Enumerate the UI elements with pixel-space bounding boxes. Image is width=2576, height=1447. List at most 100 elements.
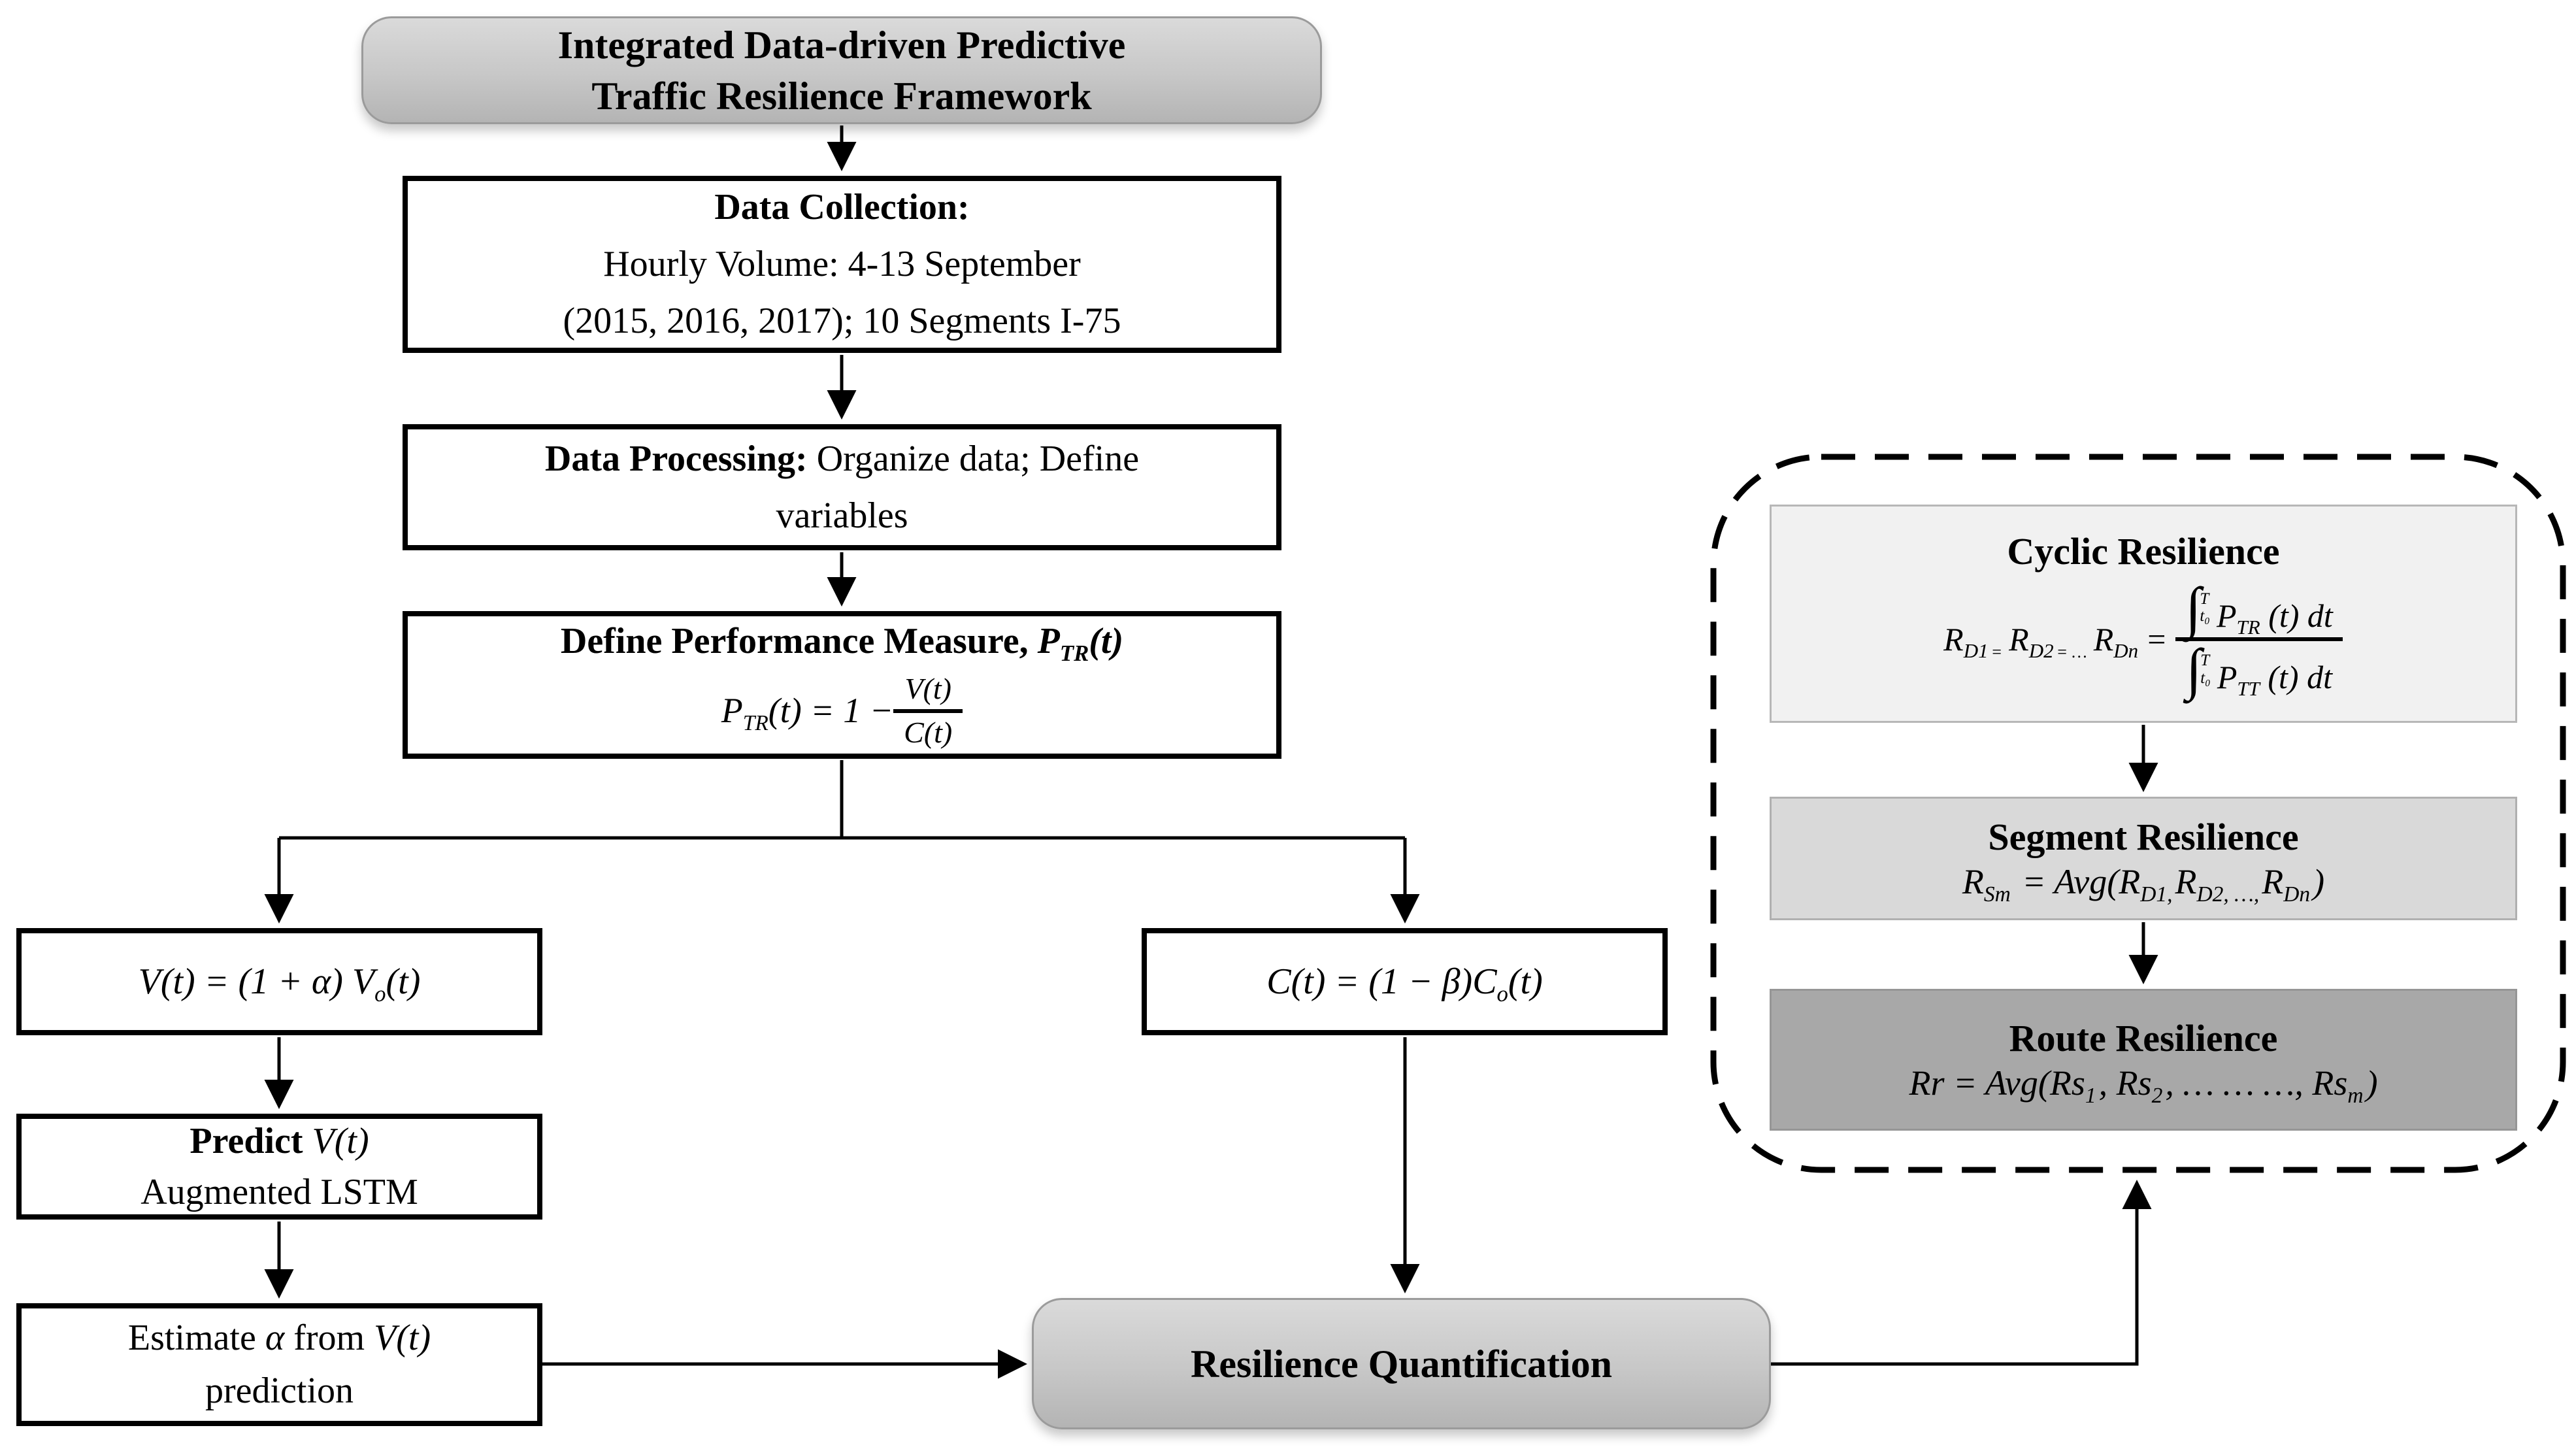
cyclic-r2: R	[2009, 620, 2029, 657]
volume-eq-tail: (t)	[386, 961, 421, 1002]
cyclic-eq2: = …	[2056, 642, 2087, 661]
cyclic-den-sub: TT	[2237, 677, 2260, 701]
estimate-box: Estimate α from V(t) prediction	[16, 1303, 542, 1426]
cyclic-den-p: P	[2217, 659, 2237, 696]
data-processing-text: Organize data; Define	[807, 438, 1140, 479]
capacity-eq-main: C(t) = (1 − β)C	[1266, 961, 1497, 1002]
measure-symbol-sub: TR	[1059, 640, 1089, 667]
cyclic-den-tail: (t) dt	[2259, 659, 2332, 696]
route-close: )	[2366, 1063, 2378, 1103]
predict-line1: Predict V(t)	[190, 1116, 369, 1167]
estimate-line1: Estimate α from V(t)	[128, 1312, 431, 1365]
framework-title-line2: Traffic Resilience Framework	[591, 74, 1092, 118]
segment-rd1: R	[2119, 862, 2141, 902]
capacity-eq-tail: (t)	[1508, 961, 1543, 1002]
cyclic-r1-sub: D1	[1963, 639, 1989, 662]
arrow-quantification-to-group	[1771, 1179, 2152, 1366]
route-resilience-title: Route Resilience	[2009, 1016, 2278, 1059]
formula-p-sub: TR	[742, 710, 768, 735]
framework-title-box: Integrated Data-driven Predictive Traffi…	[361, 16, 1322, 124]
capacity-equation: C(t) = (1 − β)Co(t)	[1266, 954, 1543, 1010]
cyclic-r1: R	[1943, 620, 1964, 657]
branch-trunk	[279, 760, 1405, 840]
performance-measure-title: Define Performance Measure, PTR(t)	[561, 617, 1123, 667]
route-resilience-formula: Rr = Avg(Rs1, Rs2, … … …, Rsm)	[1909, 1062, 2378, 1108]
resilience-group-outline	[1710, 454, 2566, 1173]
cyclic-num-sub: TR	[2236, 615, 2260, 639]
data-processing-box: Data Processing: Organize data; Define v…	[403, 424, 1281, 550]
predict-line2: Augmented LSTM	[140, 1172, 418, 1212]
estimate-line2: prediction	[205, 1371, 354, 1411]
data-collection-title: Data Collection:	[714, 187, 970, 228]
segment-rdn: R	[2262, 862, 2284, 902]
segment-r-sub: Sm	[1983, 882, 2011, 907]
cyclic-formula-lhs: RD1=RD2= …RDn=	[1943, 620, 2166, 661]
route-s3: m	[2347, 1084, 2364, 1108]
data-collection-line1: Hourly Volume: 4-13 September	[603, 244, 1081, 285]
segment-close: )	[2313, 862, 2325, 902]
formula-p: P	[721, 691, 743, 731]
cyclic-r2-sub: D2	[2028, 639, 2054, 662]
data-processing-line2: variables	[776, 495, 908, 536]
integral-lower: t₀	[2200, 607, 2210, 625]
integral-sign: ∫	[2186, 637, 2202, 701]
volume-equation: V(t) = (1 + α) Vo(t)	[139, 954, 421, 1010]
data-processing-title: Data Processing:	[544, 438, 808, 479]
estimate-text1: Estimate	[127, 1317, 265, 1358]
integral-upper: T	[2200, 652, 2210, 670]
predict-box: Predict V(t) Augmented LSTM	[16, 1114, 542, 1220]
measure-title-text: Define Performance Measure,	[560, 621, 1038, 662]
measure-symbol: P	[1037, 621, 1060, 662]
volume-equation-box: V(t) = (1 + α) Vo(t)	[16, 928, 542, 1035]
route-pre: Rr = Avg(Rs	[1909, 1063, 2085, 1103]
route-s1: 1	[2085, 1084, 2096, 1108]
performance-measure-formula: PTR(t) = 1 − V(t) C(t)	[721, 669, 963, 753]
performance-measure-box: Define Performance Measure, PTR(t) PTR(t…	[403, 611, 1281, 759]
predict-label: Predict	[190, 1120, 312, 1161]
segment-rd2-sub: D2, …,	[2196, 882, 2260, 907]
framework-title-line1: Integrated Data-driven Predictive	[557, 23, 1126, 67]
integral-upper: T	[2200, 590, 2209, 608]
resilience-quantification-box: Resilience Quantification	[1032, 1298, 1771, 1429]
segment-r: R	[1962, 862, 1984, 902]
estimate-text2: from	[284, 1317, 374, 1358]
resilience-quantification-label: Resilience Quantification	[1191, 1342, 1612, 1386]
cyclic-num-tail: (t) dt	[2260, 597, 2333, 634]
estimate-symbol: V(t)	[374, 1317, 431, 1358]
route-resilience-box: Route Resilience Rr = Avg(Rs1, Rs2, … … …	[1770, 989, 2517, 1131]
cyclic-resilience-title: Cyclic Resilience	[2007, 530, 2280, 573]
route-m1: , Rs	[2098, 1063, 2152, 1103]
segment-rdn-sub: Dn	[2283, 882, 2311, 907]
cyclic-r3: R	[2093, 620, 2114, 657]
route-m2: , … … …, Rs	[2165, 1063, 2348, 1103]
capacity-equation-box: C(t) = (1 − β)Co(t)	[1142, 928, 1668, 1035]
formula-mid: (t) = 1 −	[768, 691, 894, 731]
segment-resilience-title: Segment Resilience	[1988, 815, 2299, 858]
segment-resilience-box: Segment Resilience RSm = Avg(RD1,RD2, …,…	[1770, 797, 2517, 920]
formula-fraction: V(t) C(t)	[893, 669, 963, 753]
formula-lhs: PTR(t) = 1 −	[721, 689, 894, 735]
data-collection-box: Data Collection: Hourly Volume: 4-13 Sep…	[403, 176, 1281, 353]
predict-symbol: V(t)	[312, 1120, 369, 1161]
cyclic-eq1: =	[1990, 642, 2003, 661]
cyclic-num-p: P	[2217, 597, 2237, 634]
estimate-alpha: α	[265, 1317, 285, 1358]
measure-symbol-arg: (t)	[1089, 621, 1124, 662]
segment-mid: = Avg(	[2013, 862, 2119, 902]
segment-resilience-formula: RSm = Avg(RD1,RD2, …,RDn)	[1962, 861, 2325, 907]
cyclic-r3-sub: Dn	[2113, 639, 2139, 662]
volume-eq-main: V(t) = (1 + α) V	[138, 961, 375, 1002]
fraction-denominator: C(t)	[893, 708, 963, 753]
data-processing-line1: Data Processing: Organize data; Define	[545, 431, 1139, 488]
